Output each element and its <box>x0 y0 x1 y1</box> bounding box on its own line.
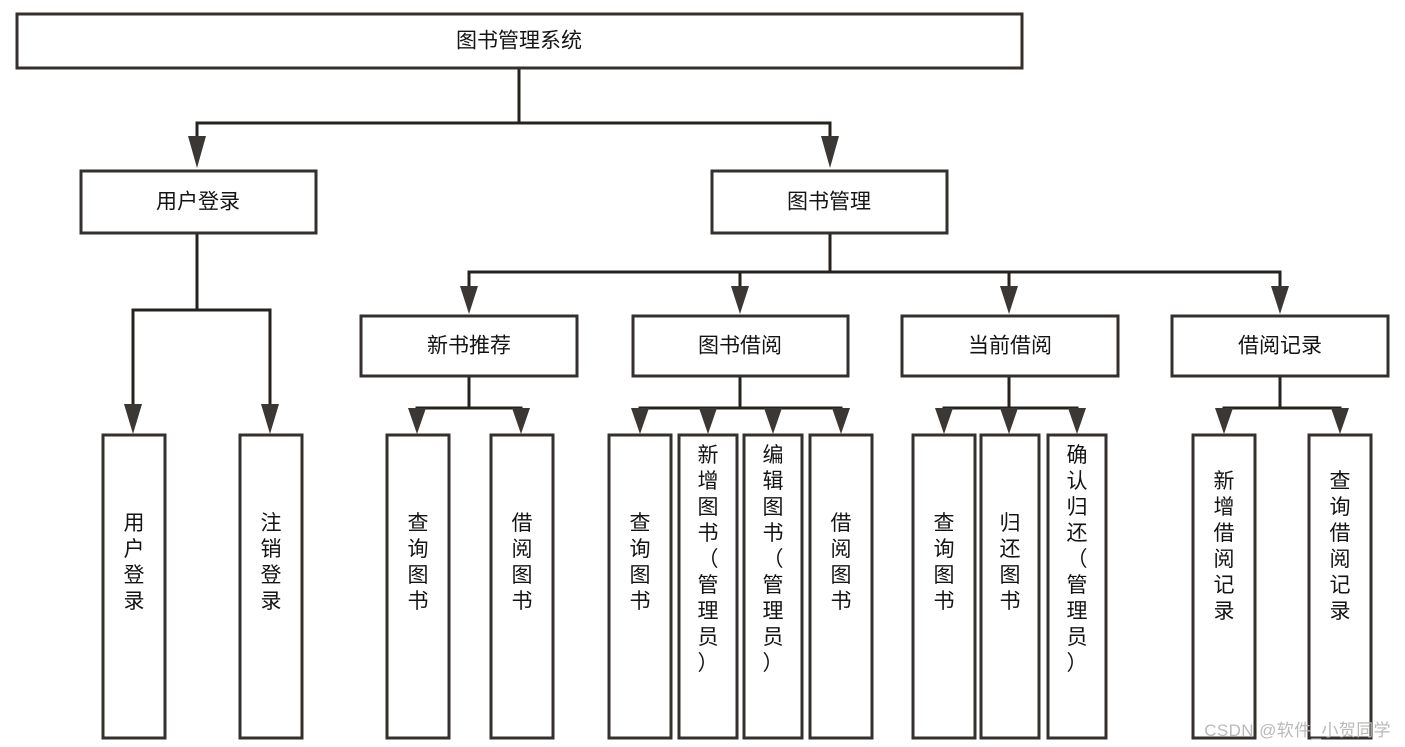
leaf-borrow-record-1-box[interactable] <box>1191 433 1257 740</box>
node-root-label: 图书管理系统 <box>456 30 582 53</box>
arrowhead-r2 <box>1331 408 1349 434</box>
leaf-book-borrow-1-box[interactable] <box>607 433 673 740</box>
leaf-book-borrow-4-box[interactable] <box>808 433 874 740</box>
leaf-borrow-record-1-label: 新增借阅记录 <box>1214 470 1235 623</box>
node-user-login-box[interactable] <box>79 169 318 235</box>
node-new-book-recommend-label: 新书推荐 <box>427 335 511 358</box>
arrowhead-n1 <box>408 408 426 434</box>
leaf-current-borrow-1-label: 查询图书 <box>934 512 955 613</box>
leaf-user-login-1-box[interactable] <box>101 433 167 740</box>
leaf-current-borrow-3-box[interactable] <box>1046 433 1108 740</box>
node-current-borrow-label: 当前借阅 <box>968 335 1052 358</box>
leaf-new-book-2-box[interactable] <box>489 433 555 740</box>
connector-group-record <box>1215 375 1349 434</box>
leaf-user-login-1[interactable]: 用户登录 <box>101 433 167 740</box>
leaf-current-borrow-1[interactable]: 查询图书 <box>911 433 977 740</box>
arrowhead-b1 <box>631 408 649 434</box>
node-book-management-label: 图书管理 <box>787 191 871 214</box>
leaf-book-borrow-2[interactable]: 新增图书（管理员） <box>677 433 739 740</box>
node-current-borrow[interactable]: 当前借阅 <box>900 314 1120 378</box>
leaf-user-login-2-label: 注销登录 <box>261 512 282 613</box>
leaf-current-borrow-3[interactable]: 确认归还（管理员） <box>1046 433 1108 740</box>
arrowhead-book-mgmt <box>821 136 839 168</box>
leaf-user-login-2[interactable]: 注销登录 <box>238 433 304 740</box>
node-user-login[interactable]: 用户登录 <box>79 169 318 235</box>
node-book-borrow-label: 图书借阅 <box>698 335 782 358</box>
node-book-management[interactable]: 图书管理 <box>710 169 949 235</box>
arrowhead-leaf-u1 <box>124 404 142 434</box>
leaf-borrow-record-2-label: 查询借阅记录 <box>1330 470 1351 623</box>
leaf-current-borrow-3-label: 确认归还（管理员） <box>1067 444 1088 675</box>
leaf-current-borrow-1-box[interactable] <box>911 433 977 740</box>
leaf-new-book-2[interactable]: 借阅图书 <box>489 433 555 740</box>
arrowhead-borrow <box>731 286 749 314</box>
leaf-user-login-1-label: 用户登录 <box>124 512 145 613</box>
arrowhead-b3 <box>764 408 782 434</box>
arrowhead-r1 <box>1215 408 1233 434</box>
leaf-book-borrow-4-label: 借阅图书 <box>831 512 852 613</box>
leaf-new-book-2-label: 借阅图书 <box>512 512 533 613</box>
node-root[interactable]: 图书管理系统 <box>15 12 1024 70</box>
leaf-book-borrow-3-label: 编辑图书（管理员） <box>763 444 784 675</box>
node-new-book-recommend[interactable]: 新书推荐 <box>359 314 579 378</box>
leaf-book-borrow-2-box[interactable] <box>677 433 739 740</box>
leaf-borrow-record-2-box[interactable] <box>1307 433 1373 740</box>
connector-group-book-mgmt <box>460 231 1289 314</box>
leaf-new-book-1[interactable]: 查询图书 <box>385 433 451 740</box>
arrowhead-c2 <box>1000 408 1018 434</box>
leaf-current-borrow-2-box[interactable] <box>979 433 1041 740</box>
leaf-borrow-record-2[interactable]: 查询借阅记录 <box>1307 433 1373 740</box>
leaf-book-borrow-2-label: 新增图书（管理员） <box>698 444 719 675</box>
connector-group-current <box>935 375 1086 434</box>
connector-group-borrow <box>631 375 850 434</box>
arrowhead-user-login <box>188 136 206 168</box>
arrowhead-newbook <box>460 286 478 314</box>
connector-group-user-login <box>124 231 279 434</box>
arrowhead-current <box>1000 286 1018 314</box>
node-borrow-record-box[interactable] <box>1170 314 1390 378</box>
node-user-login-label: 用户登录 <box>156 191 240 214</box>
arrowhead-record <box>1271 286 1289 314</box>
leaf-book-borrow-1-label: 查询图书 <box>630 512 651 613</box>
arrowhead-b4 <box>832 408 850 434</box>
leaf-borrow-record-1[interactable]: 新增借阅记录 <box>1191 433 1257 740</box>
leaf-user-login-2-box[interactable] <box>238 433 304 740</box>
node-root-box[interactable] <box>15 12 1024 70</box>
arrowhead-b2 <box>699 408 717 434</box>
connector-group-newbook <box>408 375 530 434</box>
node-book-management-box[interactable] <box>710 169 949 235</box>
node-borrow-record-label: 借阅记录 <box>1238 335 1322 358</box>
leaf-book-borrow-3-box[interactable] <box>742 433 804 740</box>
node-book-borrow[interactable]: 图书借阅 <box>631 314 850 378</box>
leaf-new-book-1-box[interactable] <box>385 433 451 740</box>
arrowhead-c1 <box>935 408 953 434</box>
arrowhead-c3 <box>1068 408 1086 434</box>
leaf-current-borrow-2[interactable]: 归还图书 <box>979 433 1041 740</box>
leaf-book-borrow-1[interactable]: 查询图书 <box>607 433 673 740</box>
leaf-new-book-1-label: 查询图书 <box>408 512 429 613</box>
arrowhead-n2 <box>512 408 530 434</box>
leaf-book-borrow-3[interactable]: 编辑图书（管理员） <box>742 433 804 740</box>
arrowhead-leaf-u2 <box>261 404 279 434</box>
node-current-borrow-box[interactable] <box>900 314 1120 378</box>
node-new-book-recommend-box[interactable] <box>359 314 579 378</box>
node-book-borrow-box[interactable] <box>631 314 850 378</box>
node-borrow-record[interactable]: 借阅记录 <box>1170 314 1390 378</box>
leaf-book-borrow-4[interactable]: 借阅图书 <box>808 433 874 740</box>
leaf-current-borrow-2-label: 归还图书 <box>1000 512 1021 613</box>
connector-group-root <box>188 66 839 168</box>
